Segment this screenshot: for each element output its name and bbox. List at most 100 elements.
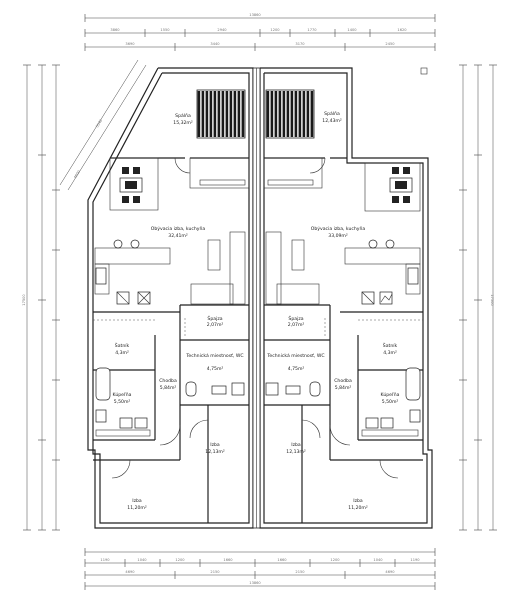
dim-top-r3-3: 3170 <box>295 42 305 46</box>
dim-bot-r1-4: 1660 <box>223 558 233 562</box>
room-name: Chodba <box>334 378 352 384</box>
stair-tread <box>197 91 201 137</box>
dim-bot-r2-3: 2150 <box>295 570 305 574</box>
dim-top-r3-4: 2450 <box>385 42 395 46</box>
dim-top-r2-5: 1770 <box>307 28 317 32</box>
interior-walls-right <box>263 157 423 523</box>
room-name: Izba <box>353 498 363 504</box>
stair-tread <box>241 91 245 137</box>
closets <box>93 318 423 338</box>
room-area: 2,07m² <box>288 322 305 328</box>
room-name: Technická miestnosť, WC <box>185 352 243 359</box>
stair-tread <box>225 91 229 137</box>
right-dimensions: 17500 <box>420 64 497 531</box>
stair-tread <box>266 91 270 137</box>
top-dimensions: 13860 3860 1550 2940 1200 1770 1400 1620… <box>84 13 436 51</box>
stair-tread <box>274 91 278 137</box>
room-area: 4,3m² <box>383 350 397 356</box>
stair-tread <box>310 91 314 137</box>
stair-tread <box>221 91 225 137</box>
stairs-left <box>196 89 246 139</box>
stair-tread <box>306 91 310 137</box>
stairs-right <box>265 89 315 139</box>
bottom-dimensions: 1190 1040 1200 1660 1660 1200 1040 1190 … <box>84 548 436 590</box>
room-name: Izba <box>210 442 220 448</box>
room-name: Obývacia izba, kuchyňa <box>311 225 366 232</box>
room-name: Obývacia izba, kuchyňa <box>151 225 206 232</box>
north-marker <box>420 67 428 75</box>
room-area: 12,13m² <box>205 449 225 455</box>
left-dimensions: 17500 <box>22 64 60 531</box>
stair-tread <box>290 91 294 137</box>
room-area: 12,13m² <box>286 449 306 455</box>
dim-diagonal-2: 4600 <box>73 169 82 179</box>
stair-tread <box>213 91 217 137</box>
outer-walls <box>87 67 433 529</box>
room-name: Technická miestnosť, WC <box>266 352 324 359</box>
wc-right <box>265 381 321 397</box>
wc-left <box>185 381 245 397</box>
dim-top-r2-1: 3860 <box>110 28 120 32</box>
dim-diagonal: 5540 <box>95 118 104 128</box>
stair-tread <box>233 91 237 137</box>
stair-tread <box>201 91 205 137</box>
stair-tread <box>294 91 298 137</box>
dim-top-r3-2: 3440 <box>210 42 220 46</box>
stair-tread <box>286 91 290 137</box>
stair-tread <box>209 91 213 137</box>
room-name: Izba <box>291 442 301 448</box>
dim-top-r2-7: 1620 <box>397 28 407 32</box>
room-name: Špajza <box>207 315 222 322</box>
dim-bot-r2-1: 4690 <box>125 570 135 574</box>
bathroom-right <box>361 367 421 437</box>
dim-top-r2-2: 1550 <box>160 28 170 32</box>
room-name: Spálňa <box>324 110 340 117</box>
room-name: Kúpeľňa <box>113 391 132 398</box>
dim-left-total: 17500 <box>22 294 26 306</box>
room-name: Izba <box>132 498 142 504</box>
interior-walls-left <box>93 157 250 523</box>
door-swings <box>111 157 399 479</box>
room-area: 5,84m² <box>335 385 352 391</box>
stair-tread <box>298 91 302 137</box>
bathroom-left <box>95 367 151 437</box>
room-area: 5,50m² <box>382 399 399 405</box>
dim-bot-r1-8: 1190 <box>410 558 420 562</box>
dim-top-r2-3: 2940 <box>217 28 227 32</box>
room-area: 33,09m² <box>328 233 348 239</box>
dim-bot-r1-2: 1040 <box>137 558 147 562</box>
room-name: Špajza <box>288 315 303 322</box>
kitchen-right <box>361 239 419 305</box>
room-area: 4,3m² <box>115 350 129 356</box>
diagonal-dimension: 5540 4600 <box>59 59 147 191</box>
stair-tread <box>302 91 306 137</box>
dim-bot-r1-6: 1200 <box>330 558 340 562</box>
dining-table-left <box>119 167 143 203</box>
room-area: 4,75m² <box>207 366 224 372</box>
dim-top-total: 13860 <box>249 13 261 17</box>
stair-tread <box>217 91 221 137</box>
dim-bot-r2-2: 2150 <box>210 570 220 574</box>
room-area: 11,20m² <box>127 505 147 511</box>
room-labels: Spálňa 15,32m² Spálňa 12,43m² Obývacia i… <box>113 110 400 511</box>
dining-table-right <box>389 167 413 203</box>
dim-bot-r1-7: 1040 <box>373 558 383 562</box>
room-area: 32,41m² <box>168 233 188 239</box>
room-area: 15,32m² <box>173 120 193 126</box>
stair-tread <box>205 91 209 137</box>
dim-bot-r1-1: 1190 <box>100 558 110 562</box>
stair-tread <box>237 91 241 137</box>
stair-tread <box>270 91 274 137</box>
dim-top-r3-1: 3690 <box>125 42 135 46</box>
room-name: Spálňa <box>175 112 191 119</box>
room-area: 5,84m² <box>160 385 177 391</box>
room-area: 2,07m² <box>207 322 224 328</box>
room-name: Chodba <box>159 378 177 384</box>
stair-tread <box>229 91 233 137</box>
stair-tread <box>282 91 286 137</box>
kitchen-left <box>95 239 151 305</box>
room-area: 4,75m² <box>288 366 305 372</box>
dim-bot-r1-5: 1660 <box>277 558 287 562</box>
room-name: Šatník <box>383 342 398 349</box>
dim-top-r2-4: 1200 <box>270 28 280 32</box>
